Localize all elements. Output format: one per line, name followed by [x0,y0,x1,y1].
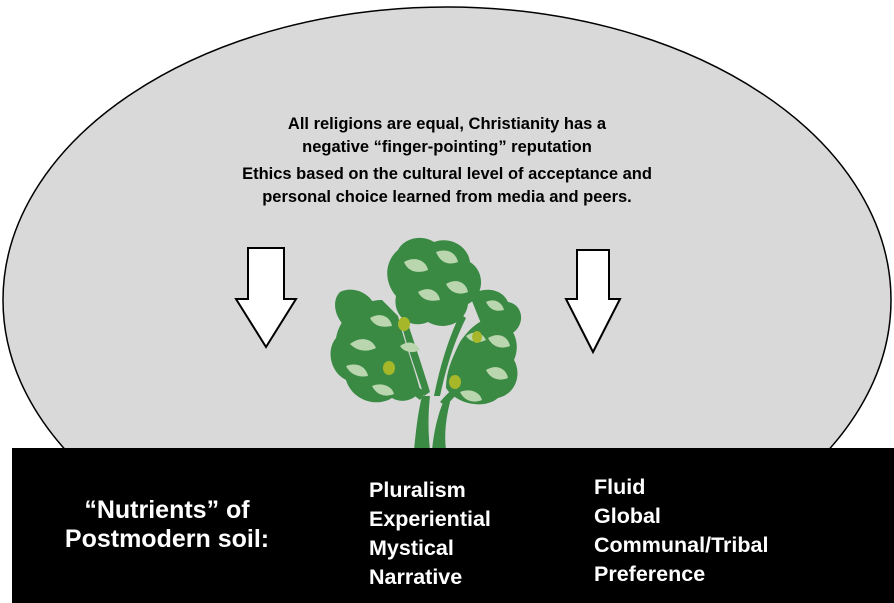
nutrient-item: Fluid [594,475,646,499]
religion-line-2: negative “finger-pointing” reputation [302,138,592,156]
ethics-line-1: Ethics based on the cultural level of ac… [242,165,652,183]
nutrients-list-2: Fluid Global Communal/Tribal Preference [594,473,768,589]
soil-title: “Nutrients” of Postmodern soil: [32,496,302,554]
nutrient-item: Narrative [369,565,463,589]
religion-line-1: All religions are equal, Christianity ha… [287,115,607,133]
nutrient-item: Pluralism [369,478,466,502]
nutrient-item: Preference [594,562,706,586]
tree-icon [330,237,522,450]
religion-statement: All religions are equal, Christianity ha… [180,113,714,159]
nutrient-item: Global [594,504,661,528]
ethics-line-2: personal choice learned from media and p… [262,188,632,206]
down-arrow-icon [564,249,622,355]
nutrients-list-1: Pluralism Experiential Mystical Narrativ… [369,476,491,592]
nutrient-item: Mystical [369,536,454,560]
soil-title-line-1: “Nutrients” of [84,496,250,524]
nutrient-item: Communal/Tribal [594,533,769,557]
ethics-statement: Ethics based on the cultural level of ac… [140,163,754,209]
soil-bar: “Nutrients” of Postmodern soil: Pluralis… [12,448,894,603]
nutrient-item: Experiential [369,507,491,531]
down-arrow-icon [234,247,298,349]
soil-title-line-2: Postmodern soil: [64,525,270,553]
